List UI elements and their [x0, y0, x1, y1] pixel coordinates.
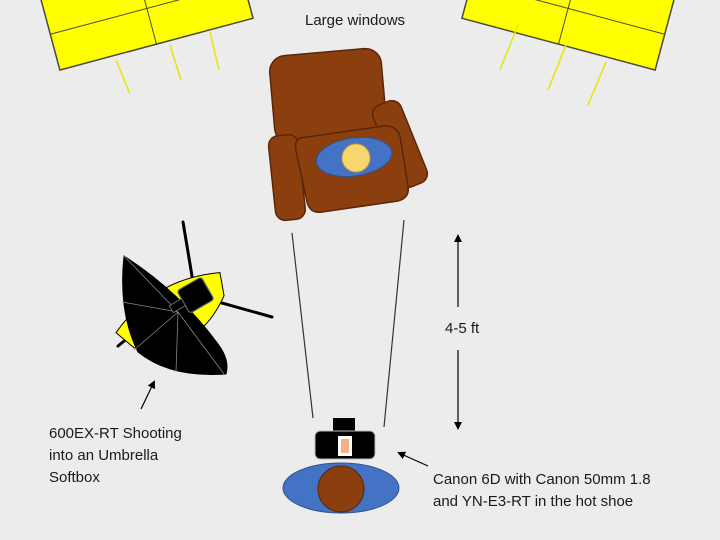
flash-pointer-arrow — [140, 380, 156, 410]
windows-label: Large windows — [305, 12, 406, 29]
camera-pointer-arrow — [397, 451, 429, 467]
photographer-icon — [282, 462, 400, 514]
flash-label-line-1: 600EX-RT Shooting — [49, 425, 182, 442]
left-window-light-rays — [115, 31, 220, 95]
camera-icon — [314, 418, 376, 460]
subject-icon — [315, 136, 393, 178]
right-window-icon — [461, 0, 676, 71]
camera-label-line-1: Canon 6D with Canon 50mm 1.8 — [433, 471, 651, 488]
flash-label-line-2: into an Umbrella — [49, 447, 159, 464]
armchair-icon — [267, 47, 429, 222]
flash-label-line-3: Softbox — [49, 469, 100, 486]
camera-label-line-2: and YN-E3-RT in the hot shoe — [433, 493, 634, 510]
left-window-icon — [39, 0, 254, 71]
umbrella-softbox-icon — [115, 220, 274, 375]
camera-label: Canon 6D with Canon 50mm 1.8 and YN-E3-R… — [433, 469, 651, 513]
flash-label: 600EX-RT Shooting into an Umbrella Softb… — [49, 423, 182, 489]
camera-field-of-view — [291, 219, 405, 428]
distance-label: 4-5 ft — [445, 320, 480, 337]
right-window-light-rays — [499, 24, 607, 106]
